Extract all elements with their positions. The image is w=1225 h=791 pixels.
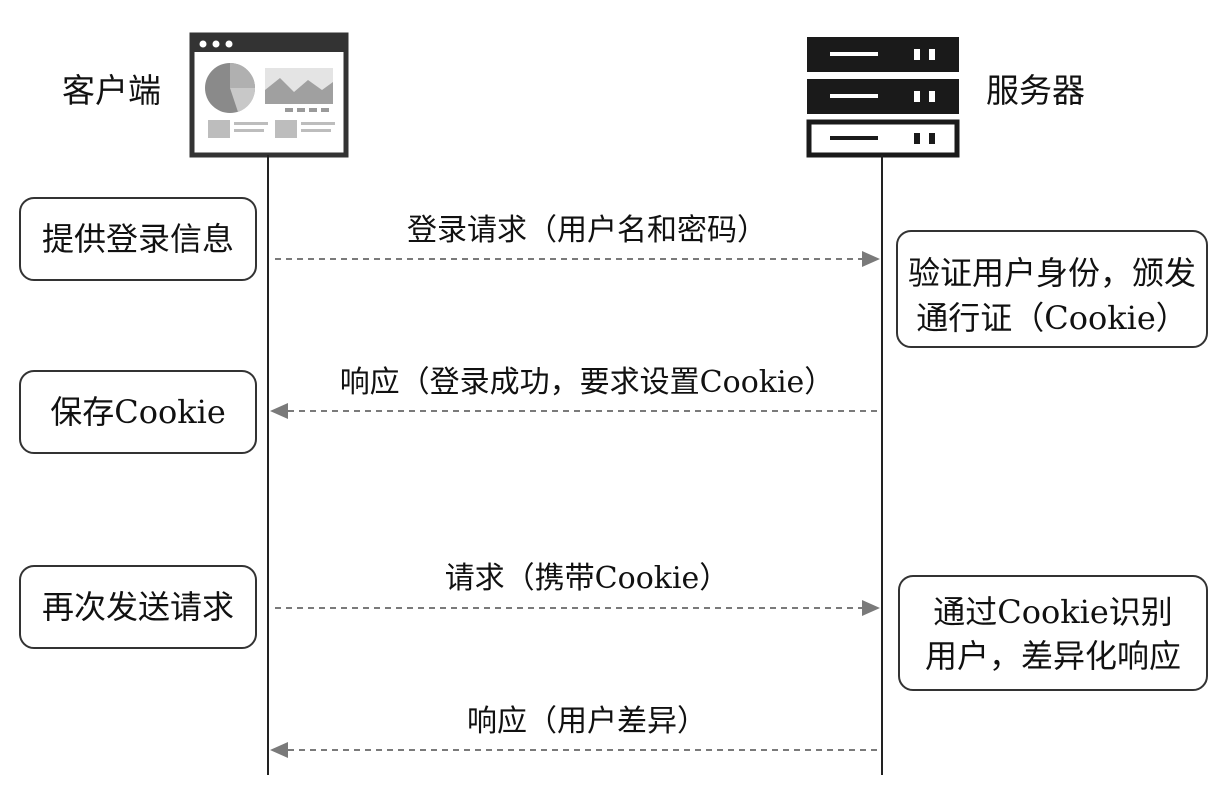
message-2: 响应（登录成功，要求设置Cookie） xyxy=(270,365,877,419)
arrow-right-icon xyxy=(862,600,880,616)
client-step-label: 保存Cookie xyxy=(50,393,226,431)
arrow-left-icon xyxy=(270,742,288,758)
browser-window-icon xyxy=(189,32,349,158)
message-1: 登录请求（用户名和密码） xyxy=(275,213,880,267)
arrow-left-icon xyxy=(270,403,288,419)
server-rack-icon xyxy=(806,37,960,158)
server-step-2: 通过Cookie识别 用户，差异化响应 xyxy=(898,575,1208,691)
server-step-line: 验证用户身份，颁发 xyxy=(908,254,1196,292)
client-step-label: 再次发送请求 xyxy=(42,588,234,626)
message-4: 响应（用户差异） xyxy=(270,704,877,758)
client-step-label: 提供登录信息 xyxy=(42,220,234,258)
arrow-right-icon xyxy=(862,251,880,267)
client-step-3: 再次发送请求 xyxy=(19,565,257,649)
client-actor-label: 客户端 xyxy=(62,71,161,110)
message-label: 响应（用户差异） xyxy=(467,704,707,739)
message-label: 响应（登录成功，要求设置Cookie） xyxy=(340,365,835,400)
server-step-line: 用户，差异化响应 xyxy=(925,637,1181,675)
server-step-line: 通行证（Cookie） xyxy=(916,299,1188,337)
server-step-line: 通过Cookie识别 xyxy=(933,593,1173,631)
message-label: 请求（携带Cookie） xyxy=(445,561,730,596)
client-step-2: 保存Cookie xyxy=(19,370,257,454)
message-3: 请求（携带Cookie） xyxy=(275,561,880,616)
message-label: 登录请求（用户名和密码） xyxy=(407,213,767,248)
server-actor-label: 服务器 xyxy=(986,71,1085,110)
server-step-1: 验证用户身份，颁发 通行证（Cookie） xyxy=(896,230,1208,348)
client-step-1: 提供登录信息 xyxy=(19,197,257,281)
